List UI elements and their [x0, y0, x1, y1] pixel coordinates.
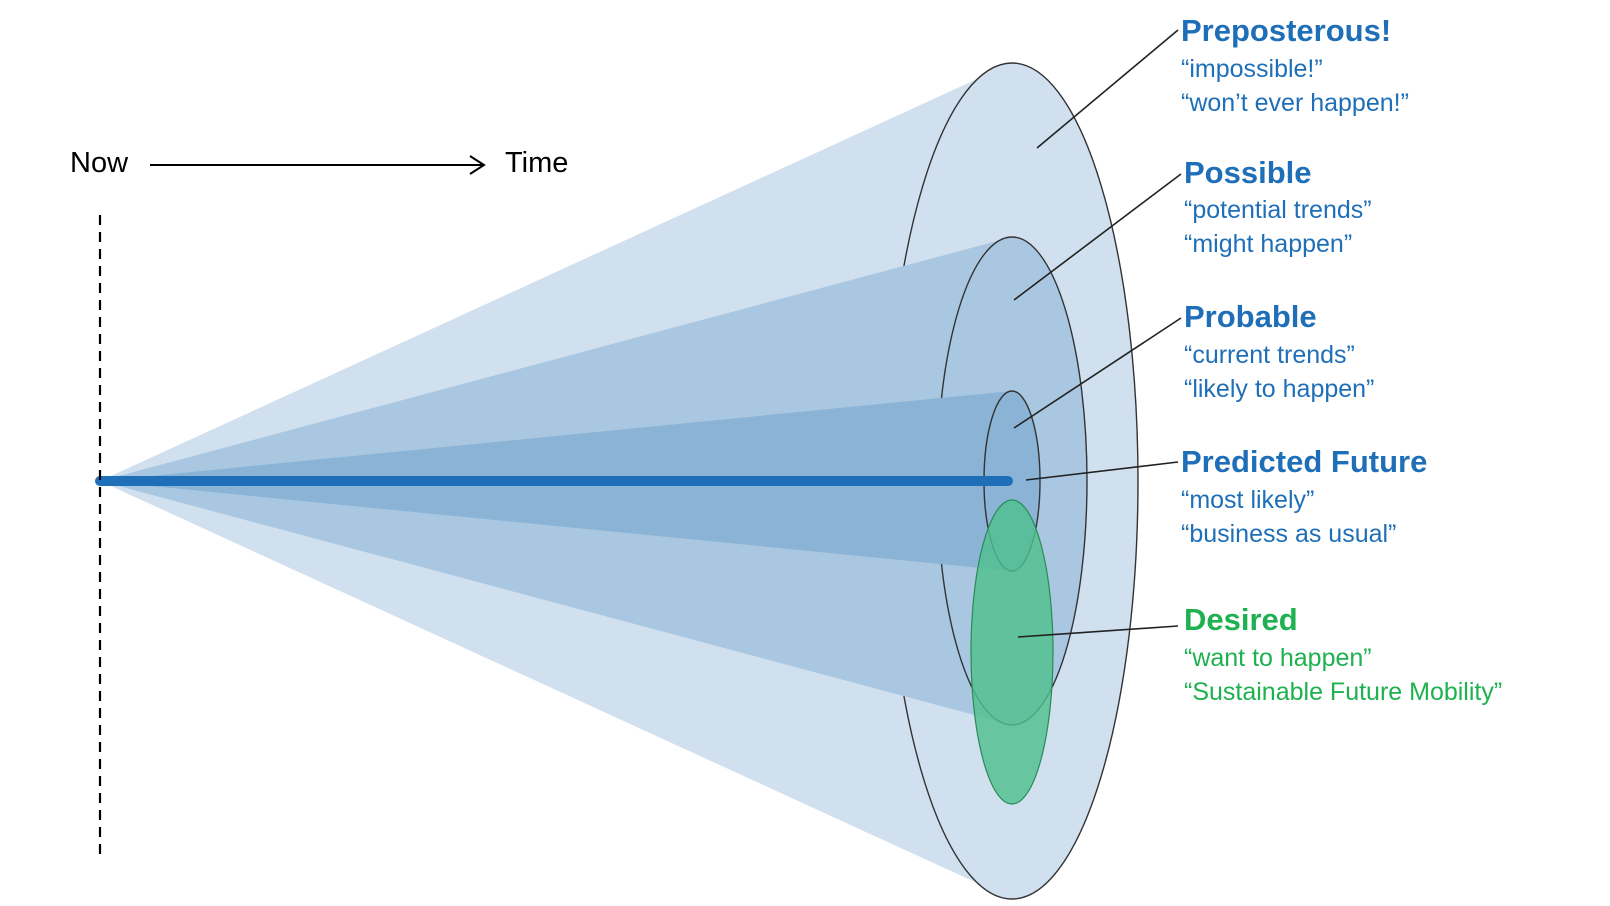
label-probable: Probable “current trends” “likely to hap…: [1184, 299, 1374, 403]
label-quote: “likely to happen”: [1184, 375, 1374, 403]
label-possible: Possible “potential trends” “might happe…: [1184, 155, 1372, 258]
time-label: Time: [505, 147, 568, 179]
label-desired: Desired “want to happen” “Sustainable Fu…: [1184, 602, 1502, 706]
leader-preposterous: [1036, 29, 1179, 149]
label-predicted-future: Predicted Future “most likely” “business…: [1181, 444, 1427, 548]
leader-possible: [1013, 173, 1182, 301]
ellipse-desired: [970, 499, 1054, 805]
label-quote: “potential trends”: [1184, 196, 1372, 224]
label-title: Predicted Future: [1181, 444, 1427, 479]
label-title: Desired: [1184, 602, 1298, 637]
label-quote: “might happen”: [1184, 230, 1352, 258]
label-title: Preposterous!: [1181, 13, 1391, 48]
label-quote: “want to happen”: [1184, 644, 1372, 672]
time-axis: Now Time: [70, 147, 568, 179]
label-quote: “most likely”: [1181, 486, 1314, 514]
label-preposterous: Preposterous! “impossible!” “won’t ever …: [1181, 13, 1409, 117]
label-title: Possible: [1184, 155, 1312, 190]
label-title: Probable: [1184, 299, 1317, 334]
label-quote: “business as usual”: [1181, 520, 1396, 548]
leader-probable: [1013, 317, 1182, 429]
leader-desired: [1017, 625, 1179, 638]
label-quote: “current trends”: [1184, 341, 1355, 369]
leader-predicted: [1025, 461, 1179, 481]
label-quote: “won’t ever happen!”: [1181, 89, 1409, 117]
time-arrow-head: [469, 155, 486, 175]
now-label: Now: [70, 147, 129, 179]
label-quote: “impossible!”: [1181, 55, 1323, 83]
label-quote: “Sustainable Future Mobility”: [1184, 678, 1502, 706]
leader-lines: [1013, 29, 1182, 638]
